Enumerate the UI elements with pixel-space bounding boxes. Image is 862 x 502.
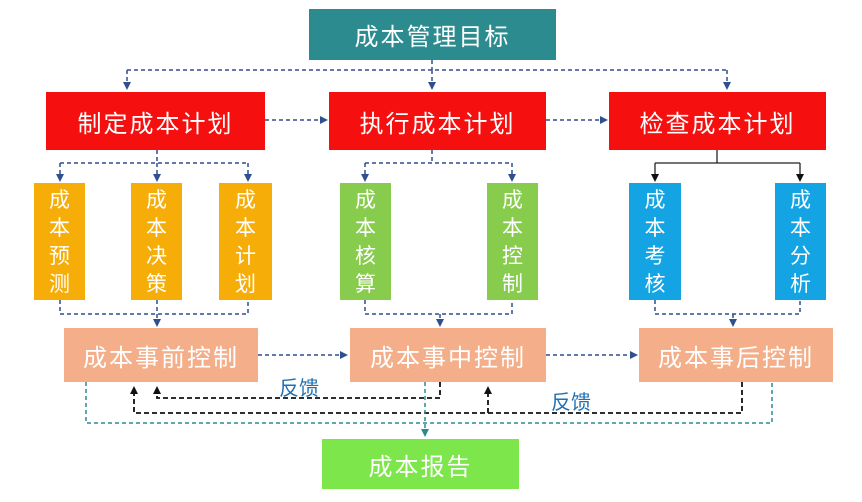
post-control-label: 成本事后控制 [658, 343, 814, 372]
report-collect-line [85, 382, 773, 424]
goal-label: 成本管理目标 [354, 23, 511, 51]
feedback-label-right: 反馈 [551, 390, 591, 414]
goal-to-plans-line [127, 60, 727, 71]
feedback-label-left: 反馈 [279, 376, 319, 400]
execute-merge-line [364, 300, 513, 325]
cost-decision-box: 成 本 决 策 [131, 183, 182, 300]
check-cost-plan-box: 检查成本计划 [609, 92, 826, 150]
make-cost-plan-box: 制定成本计划 [46, 92, 265, 150]
check-branch-line [655, 150, 800, 164]
execute-plan-label: 执行成本计划 [359, 109, 516, 138]
check-plan-label: 检查成本计划 [639, 109, 796, 138]
report-label: 成本报告 [368, 452, 473, 481]
check-merge-line [654, 300, 801, 325]
feedback-post-to-pre [130, 382, 743, 414]
cost-accounting-box: 成 本 核 算 [340, 183, 391, 300]
cost-management-goal-box: 成本管理目标 [309, 9, 556, 60]
make-plan-label: 制定成本计划 [77, 109, 234, 138]
cost-plan-box: 成 本 计 划 [219, 183, 272, 300]
mid-control-box: 成本事中控制 [350, 328, 546, 382]
cost-assessment-box: 成 本 考 核 [629, 183, 681, 300]
cost-report-box: 成本报告 [322, 439, 519, 489]
cost-control-box: 成 本 控 制 [487, 183, 538, 300]
pre-control-label: 成本事前控制 [83, 343, 239, 372]
forecast-merge-line [59, 300, 249, 325]
mid-control-label: 成本事中控制 [370, 343, 526, 372]
execute-cost-plan-box: 执行成本计划 [329, 92, 546, 150]
pre-control-box: 成本事前控制 [64, 328, 258, 382]
post-control-box: 成本事后控制 [639, 328, 833, 382]
feedback-mid-to-pre [153, 382, 441, 399]
execute-branch-line [365, 150, 512, 164]
make-branch-line [60, 150, 248, 164]
cost-forecast-box: 成 本 预 测 [34, 183, 85, 300]
cost-analysis-box: 成 本 分 析 [775, 183, 826, 300]
